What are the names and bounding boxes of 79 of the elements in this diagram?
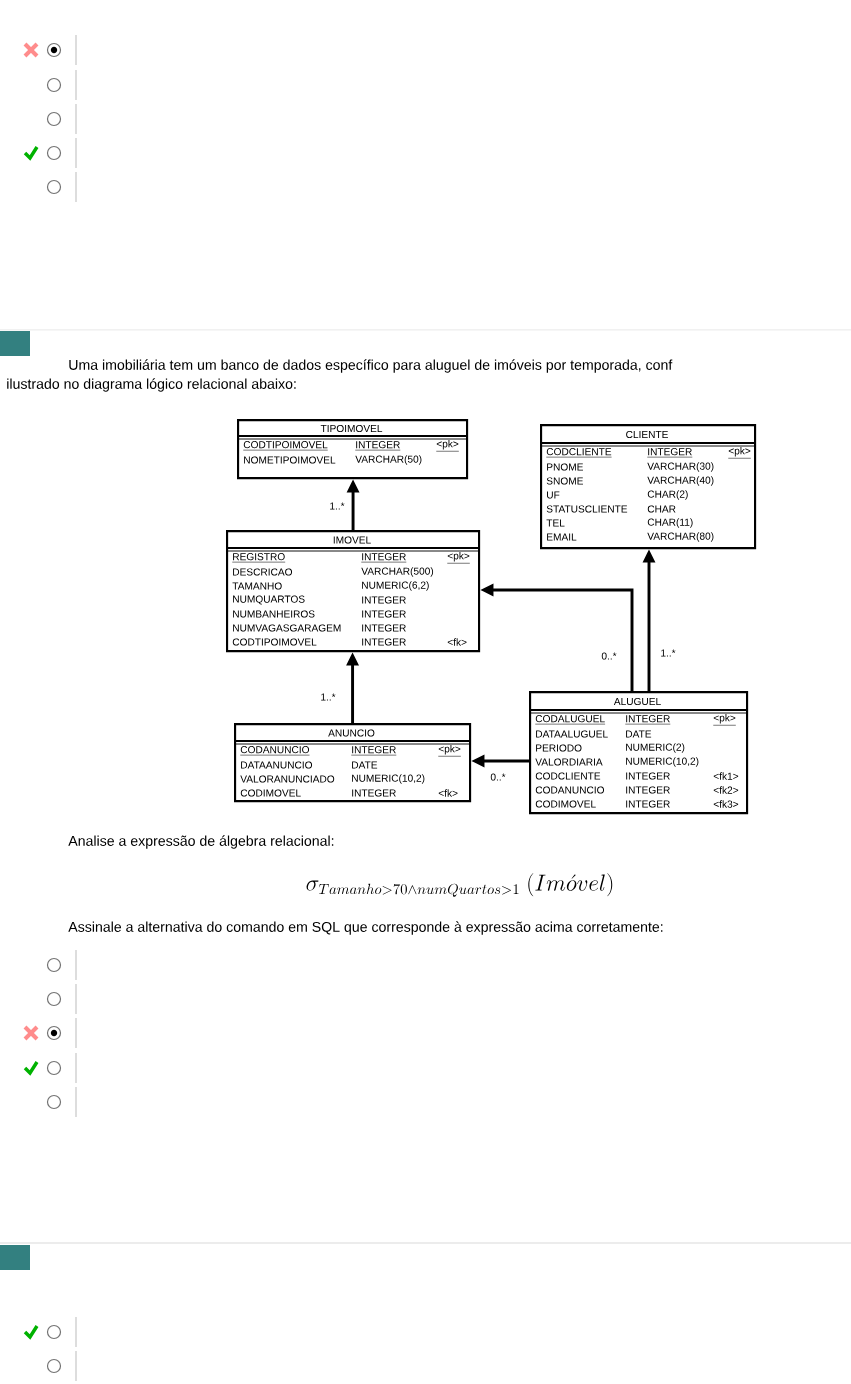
table-title: ANUNCIO [328, 729, 375, 737]
key-marker: <fk2> [713, 786, 739, 794]
table [233, 723, 472, 803]
table [225, 530, 481, 653]
formula: $\sigma_{Tamanho > 70 \wedge numQuartos > 1}\ (Im\acute{o}vel)$ [306, 873, 613, 897]
column-name: DATAANUNCIO [241, 761, 313, 769]
key-marker: <fk3> [713, 800, 739, 808]
column-name: VALORDIARIA [535, 758, 603, 766]
column-name: UF [547, 491, 560, 499]
column-name: CODANUNCIO [240, 746, 310, 756]
column-type: INTEGER [352, 789, 396, 797]
key-marker: <fk> [438, 789, 458, 797]
paragraph-text: Analise a expressão de álgebra relacional: [68, 835, 334, 849]
multiplicity-label: 0..* [601, 652, 617, 660]
column-type: VARCHAR(500) [361, 567, 434, 577]
column-type: DATE [626, 730, 652, 738]
column-type: INTEGER [626, 800, 670, 808]
column-type: INTEGER [361, 553, 407, 563]
column-name: CODIMOVEL [535, 800, 596, 808]
column-name: NUMBANHEIROS [233, 610, 315, 618]
column-type: INTEGER [647, 448, 693, 458]
paragraph-text: Uma imobiliária tem um banco de dados específico para aluguel de imóveis por temporada, conf [69, 359, 673, 373]
column-name: TAMANHO [232, 582, 282, 590]
column-name: TEL [546, 519, 565, 527]
column-name: CODALUGUEL [535, 715, 606, 725]
column-type: INTEGER [362, 610, 406, 618]
column-name: VALORANUNCIADO [240, 775, 335, 783]
column-name: DATAALUGUEL [536, 730, 608, 738]
column-type: INTEGER [355, 441, 401, 451]
column-type: CHAR [647, 505, 676, 513]
column-name: SNOME [546, 477, 583, 485]
column-name: PNOME [547, 463, 583, 471]
multiplicity-label: 0..* [490, 773, 506, 781]
column-type: INTEGER [625, 715, 671, 725]
column-name: PERIODO [536, 744, 582, 752]
table [236, 419, 469, 480]
column-name: CODTIPOIMOVEL [243, 441, 328, 451]
multiplicity-label: 1..* [321, 693, 336, 701]
table [528, 691, 749, 815]
paragraph-text: ilustrado no diagrama lógico relacional abaixo: [7, 378, 296, 392]
column-type: VARCHAR(80) [647, 532, 714, 542]
column-type: INTEGER [626, 786, 670, 794]
column-type: VARCHAR(50) [355, 455, 422, 465]
column-name: DESCRICAO [233, 568, 293, 576]
column-type: INTEGER [626, 772, 670, 780]
column-name: REGISTRO [232, 553, 286, 563]
column-type: NUMERIC(10,2) [626, 757, 699, 767]
multiplicity-label: 1..* [330, 502, 345, 510]
column-type: DATE [352, 761, 378, 769]
column-name: CODTIPOIMOVEL [232, 638, 317, 646]
column-type: CHAR(11) [647, 518, 693, 528]
column-name: CODANUNCIO [535, 786, 605, 794]
column-type: CHAR(2) [647, 490, 688, 500]
table-title: IMOVEL [333, 536, 371, 544]
column-name: NUMQUARTOS [233, 595, 305, 605]
column-name: NUMVAGASGARAGEM [233, 624, 341, 632]
column-type: VARCHAR(30) [647, 462, 714, 472]
table [539, 424, 757, 550]
column-type: INTEGER [362, 624, 406, 632]
column-type: NUMERIC(10,2) [352, 774, 425, 784]
table-title: ALUGUEL [613, 697, 661, 706]
column-name: EMAIL [547, 533, 577, 541]
column-type: VARCHAR(40) [647, 476, 714, 486]
table-title: CLIENTE [626, 430, 668, 439]
column-name: CODIMOVEL [240, 789, 301, 797]
key-marker: <fk1> [713, 772, 739, 780]
column-name: CODCLIENTE [535, 772, 601, 780]
key-marker: <fk> [447, 638, 467, 646]
column-type: NUMERIC(6,2) [362, 581, 429, 591]
column-type: INTEGER [351, 746, 397, 756]
multiplicity-label: 1..* [661, 649, 676, 657]
column-type: INTEGER [362, 638, 406, 646]
column-type: NUMERIC(2) [626, 743, 685, 753]
column-type: INTEGER [362, 596, 406, 604]
column-name: STATUSCLIENTE [546, 505, 628, 513]
column-name: NOMETIPOIMOVEL [244, 456, 336, 464]
paragraph-text: Assinale a alternativa do comando em SQL que corresponde à expressão acima corretamente: [68, 921, 663, 935]
column-name: CODCLIENTE [546, 448, 612, 458]
table-title: TIPOIMOVEL [320, 424, 383, 433]
